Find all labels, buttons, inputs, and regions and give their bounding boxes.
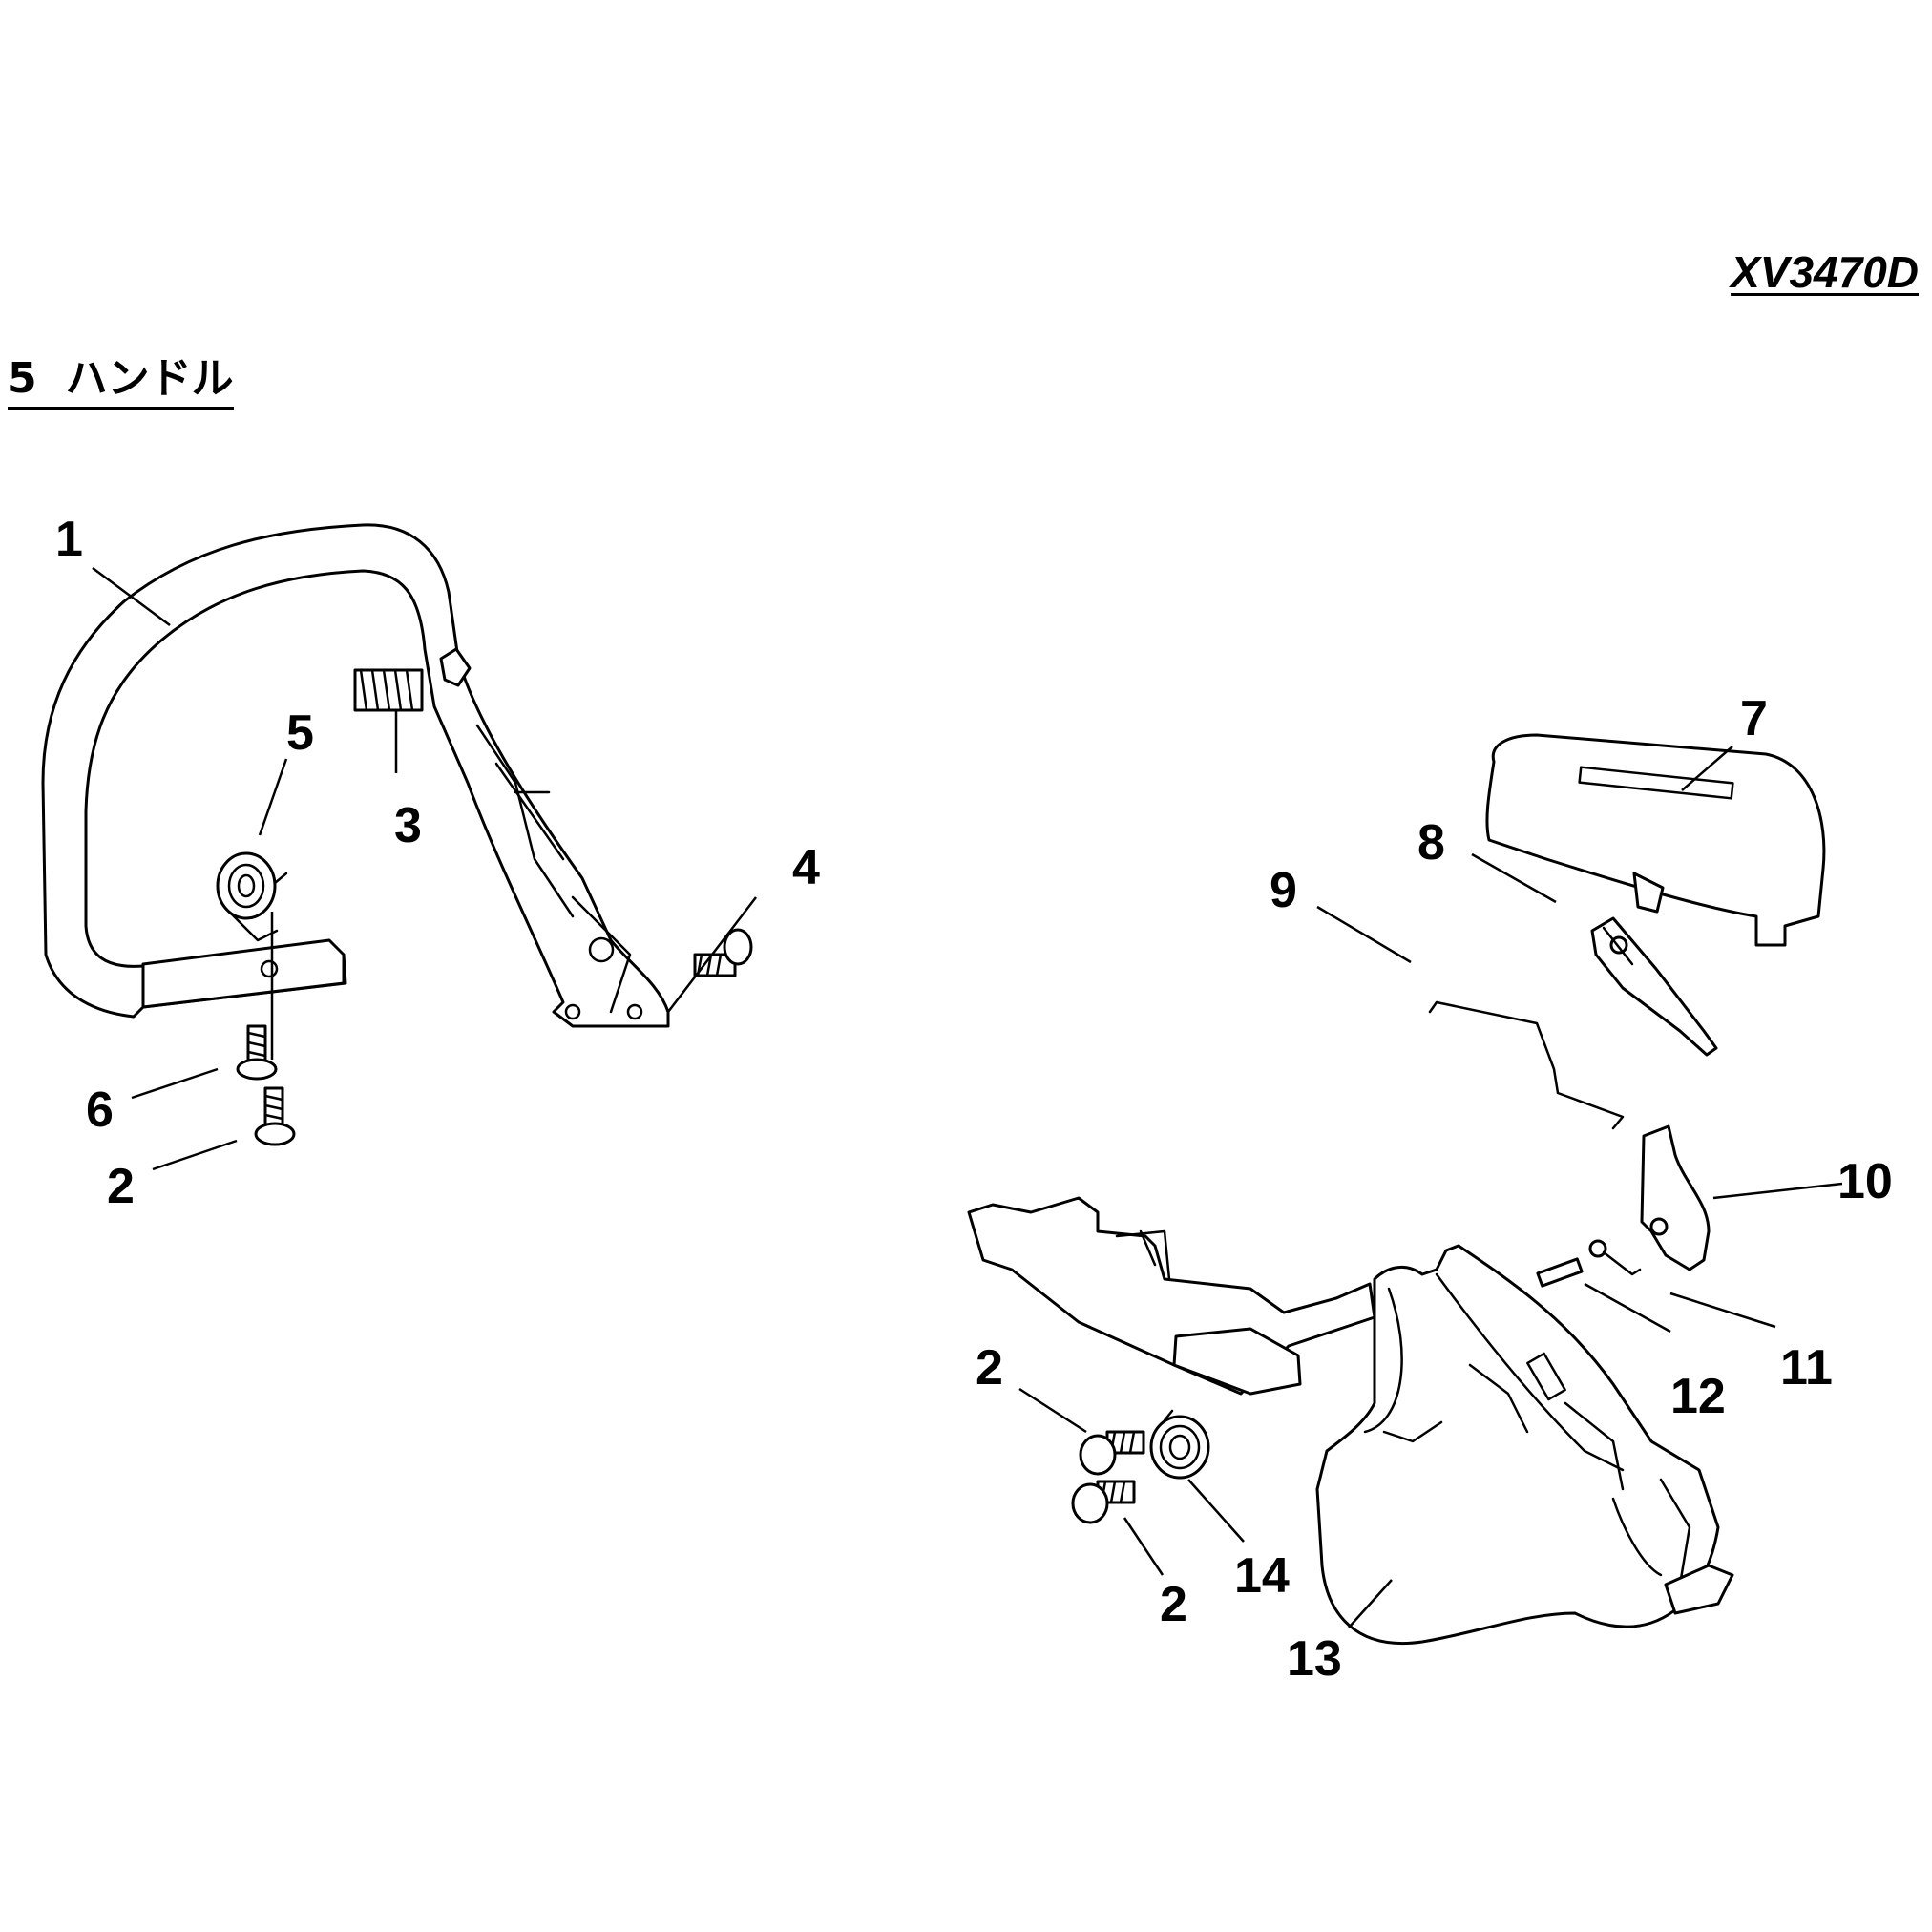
callout-labels: 1 2 3 4 5 6 7 8 9 10 11 12 2 2 14 13 [55,512,1893,1687]
callout-12: 12 [1670,1369,1726,1424]
part-rear-handle-13 [967,1196,1734,1645]
callout-1: 1 [55,512,83,567]
callout-13: 13 [1287,1631,1342,1687]
part-screw-2-right-upper [1079,1430,1145,1476]
callout-3: 3 [394,798,422,853]
callout-4: 4 [792,840,820,895]
part-pin-12 [1536,1257,1584,1288]
callout-11: 11 [1780,1340,1833,1396]
callout-2-lower-right: 2 [1160,1577,1187,1632]
part-torsion-spring-5 [216,851,288,1060]
section-number: 5 [8,354,37,403]
part-screw-4 [693,928,753,977]
callout-10: 10 [1838,1154,1893,1209]
callout-2-upper-right: 2 [976,1340,1003,1396]
part-front-handle [41,523,670,1028]
callout-9: 9 [1270,863,1297,918]
part-cover-7 [1485,733,1826,947]
part-spring-14 [1149,1409,1210,1480]
section-name: ハンドル [65,354,234,403]
callout-8: 8 [1418,815,1445,871]
part-spring-3 [353,668,424,712]
part-screw-6 [236,1024,278,1081]
part-screw-2-right-lower [1071,1480,1136,1524]
leader-lines [92,566,1843,1628]
section-title: 5 ハンドル [8,344,234,410]
part-screw-2-left [254,1086,296,1146]
callout-14: 14 [1234,1548,1290,1604]
part-rod-9 [1428,1000,1625,1130]
callout-5: 5 [286,705,314,761]
callout-2-left: 2 [107,1159,135,1214]
callout-6: 6 [86,1082,114,1138]
part-lever-8 [1590,916,1718,1057]
part-trigger-10 [1640,1124,1711,1271]
part-spring-11 [1588,1239,1642,1276]
model-code: XV3470D [1731,247,1919,297]
callout-7: 7 [1740,691,1768,746]
